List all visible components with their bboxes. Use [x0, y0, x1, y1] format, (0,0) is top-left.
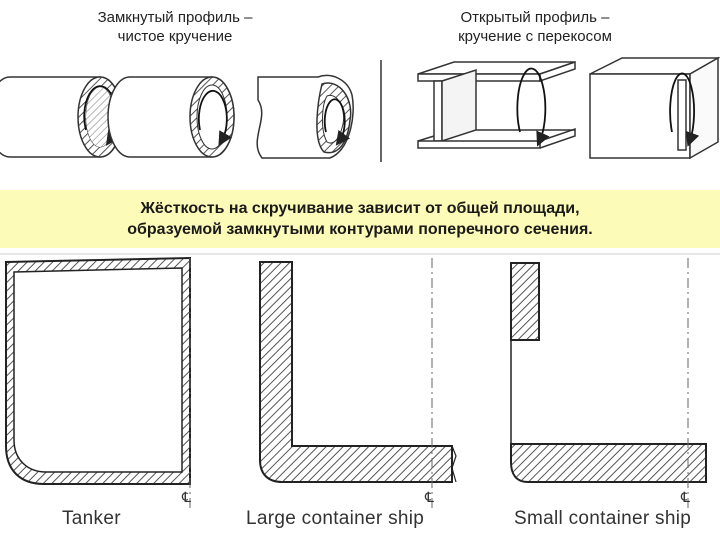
tanker-label: Tanker: [62, 508, 121, 529]
closed-tube-3: [256, 74, 354, 159]
closed-caption-line1: Замкнутый профиль –: [97, 9, 253, 26]
closed-caption-line2: чистое кручение: [117, 28, 233, 45]
large-cl-symbol: ℄: [424, 490, 434, 506]
open-caption-line1: Открытый профиль –: [460, 9, 610, 26]
tanker-section: [5, 256, 191, 510]
large-container-section: [259, 258, 457, 510]
open-profile-channel: [589, 56, 720, 160]
banner-line1: Жёсткость на скручивание зависит от обще…: [140, 200, 580, 217]
banner-line2: образуемой замкнутыми контурами поперечн…: [127, 221, 593, 238]
large-container-label: Large container ship: [246, 508, 425, 529]
open-profile-ibeam: [417, 60, 576, 149]
closed-tube-1: [0, 76, 123, 158]
open-caption-line2: кручение с перекосом: [458, 28, 612, 45]
small-container-label: Small container ship: [514, 508, 692, 529]
open-profile-caption: Открытый профиль – кручение с перекосом: [400, 8, 670, 46]
small-cl-symbol: ℄: [680, 490, 690, 506]
tanker-cl-symbol: ℄: [181, 490, 191, 506]
small-container-section: [510, 258, 707, 510]
closed-profile-caption: Замкнутый профиль – чистое кручение: [40, 8, 310, 46]
closed-tube-2: [107, 76, 235, 158]
stiffness-banner: Жёсткость на скручивание зависит от обще…: [0, 190, 720, 248]
